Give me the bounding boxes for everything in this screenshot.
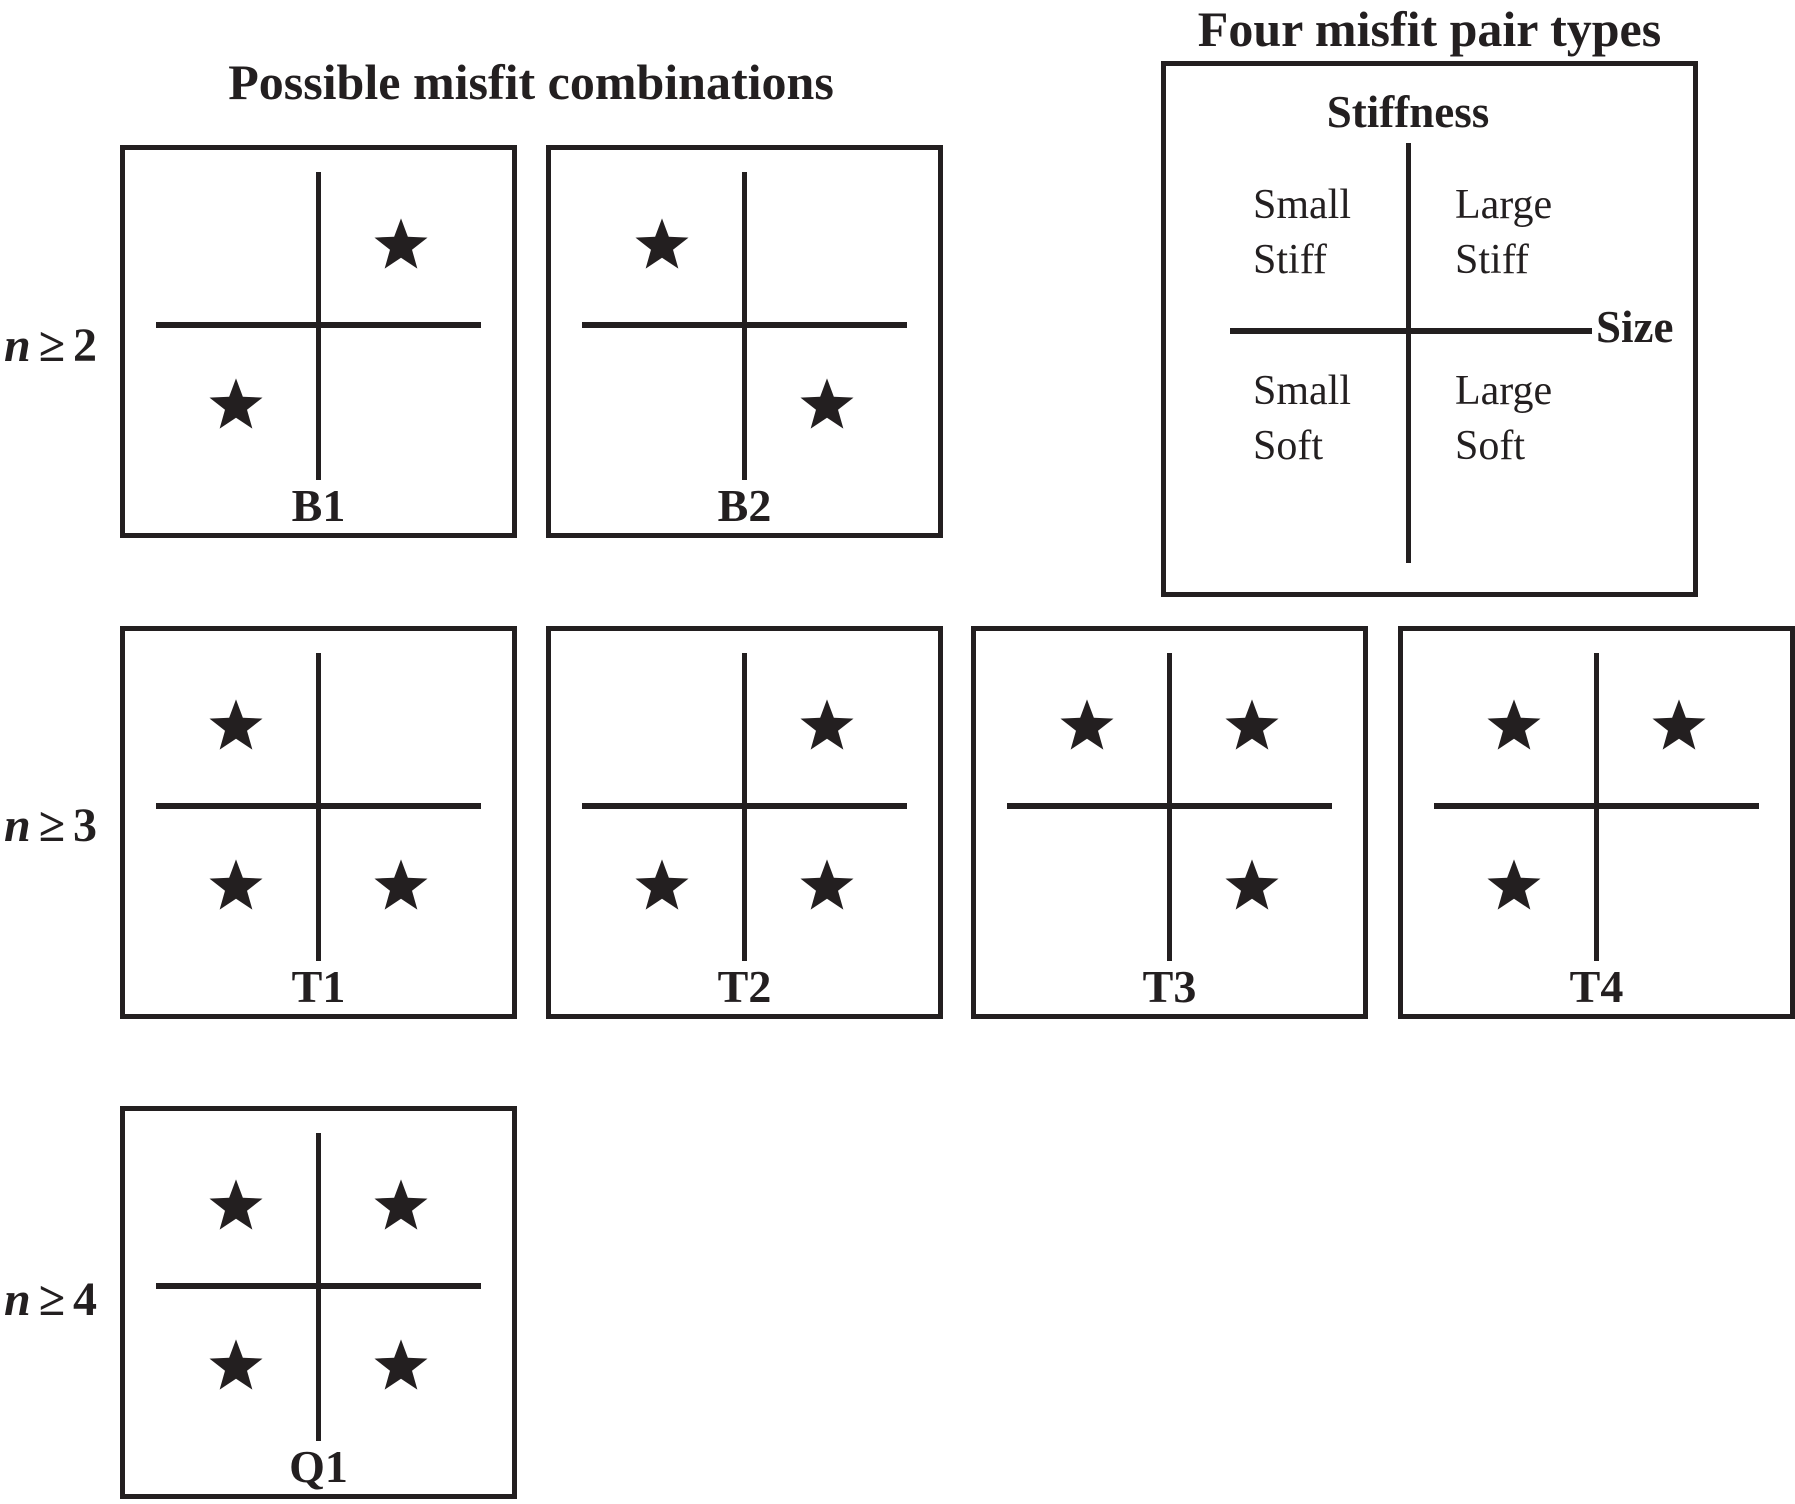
panel-horizontal-axis (156, 1283, 481, 1289)
panel-T1: T1 (120, 626, 517, 1019)
quadrant-label-line: Small (1253, 368, 1352, 414)
star-icon (1650, 697, 1708, 755)
panel-horizontal-axis (1007, 803, 1332, 809)
star-icon (372, 1337, 430, 1395)
star-icon (633, 216, 691, 274)
star-icon (372, 857, 430, 915)
row-label-relation: ≥ (38, 319, 66, 372)
star-icon (372, 1177, 430, 1235)
quadrant-label-small-stiff: Small Stiff (1253, 178, 1351, 288)
panel-B2: B2 (546, 145, 943, 538)
panel-label: T1 (291, 961, 346, 1012)
star-icon (207, 1337, 265, 1395)
quadrant-label-large-stiff: Large Stiff (1455, 178, 1552, 288)
panel-T3: T3 (971, 626, 1368, 1019)
star-icon (207, 376, 265, 434)
panel-horizontal-axis (156, 803, 481, 809)
quadrant-label-line: Stiff (1253, 237, 1327, 283)
panel-B1: B1 (120, 145, 517, 538)
star-icon (1058, 697, 1116, 755)
row-label-variable: n (4, 319, 31, 372)
row-label-relation: ≥ (38, 1273, 66, 1326)
panel-label: T3 (1142, 961, 1197, 1012)
legend-vertical-axis (1406, 143, 1411, 563)
panel-label: Q1 (289, 1441, 348, 1492)
star-icon (798, 697, 856, 755)
quadrant-label-large-soft: Large Soft (1455, 364, 1552, 474)
row-label-variable: n (4, 1273, 31, 1326)
row-label-value: 4 (73, 1273, 98, 1326)
star-icon (1485, 697, 1543, 755)
legend-horizontal-axis (1230, 328, 1592, 334)
star-icon (207, 697, 265, 755)
star-icon (633, 857, 691, 915)
row-label-n-ge-4: n≥4 (4, 1272, 154, 1327)
panel-label: T2 (717, 961, 772, 1012)
star-icon (1223, 857, 1281, 915)
panel-T4: T4 (1398, 626, 1795, 1019)
quadrant-label-line: Small (1253, 182, 1352, 228)
pair-types-title: Four misfit pair types (1197, 1, 1662, 57)
row-label-value: 2 (73, 319, 98, 372)
panel-label: B1 (291, 480, 346, 531)
row-label-n-ge-3: n≥3 (4, 798, 154, 853)
quadrant-label-line: Large (1455, 182, 1553, 228)
size-axis-label: Size (1596, 302, 1674, 352)
panel-T2: T2 (546, 626, 943, 1019)
panel-horizontal-axis (1434, 803, 1759, 809)
star-icon (372, 216, 430, 274)
star-icon (798, 857, 856, 915)
row-label-variable: n (4, 799, 31, 852)
row-label-n-ge-2: n≥2 (4, 318, 154, 373)
star-icon (798, 376, 856, 434)
quadrant-label-line: Large (1455, 368, 1553, 414)
row-label-value: 3 (73, 799, 98, 852)
panel-label: B2 (717, 480, 772, 531)
quadrant-label-small-soft: Small Soft (1253, 364, 1351, 474)
pair-types-legend: Stiffness Size Small Stiff Large Stiff S… (1161, 61, 1698, 597)
quadrant-label-line: Soft (1455, 423, 1526, 469)
panel-horizontal-axis (156, 322, 481, 328)
panel-horizontal-axis (582, 803, 907, 809)
stiffness-axis-label: Stiffness (1326, 87, 1490, 137)
star-icon (1223, 697, 1281, 755)
panel-horizontal-axis (582, 322, 907, 328)
star-icon (1485, 857, 1543, 915)
panel-Q1: Q1 (120, 1106, 517, 1499)
quadrant-label-line: Soft (1253, 423, 1324, 469)
quadrant-label-line: Stiff (1455, 237, 1529, 283)
combinations-title: Possible misfit combinations (228, 54, 834, 110)
star-icon (207, 1177, 265, 1235)
star-icon (207, 857, 265, 915)
panel-label: T4 (1569, 961, 1624, 1012)
row-label-relation: ≥ (38, 799, 66, 852)
